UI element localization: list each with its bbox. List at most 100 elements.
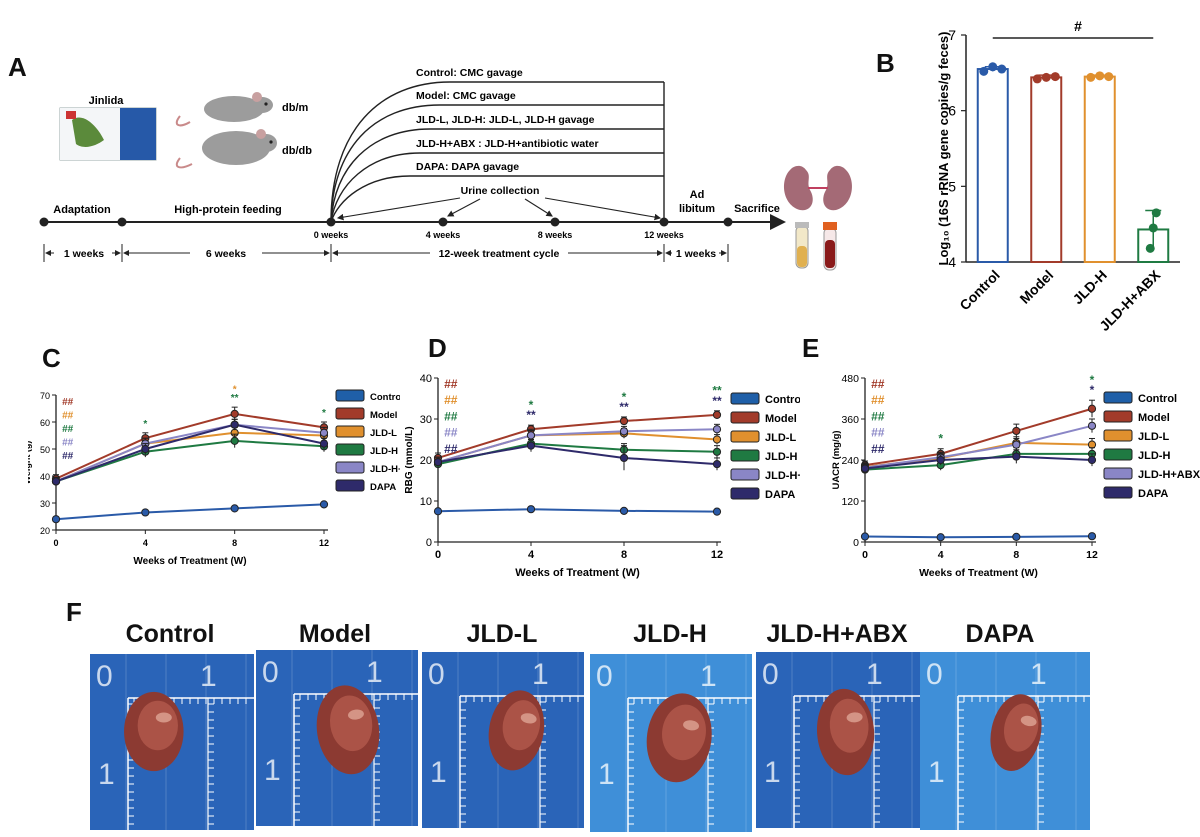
significance-mark: **	[619, 400, 629, 414]
kidney-highlight	[137, 700, 178, 751]
urine-collection-label: Urine collection	[461, 185, 540, 197]
data-point-dapa	[230, 420, 239, 429]
kidney-highlight	[1003, 703, 1039, 752]
x-tick-label: 12	[1086, 549, 1098, 561]
data-point-jld-h	[230, 436, 239, 446]
y-tick-label: 70	[40, 391, 50, 401]
arm-label-1: Control: CMC gavage	[416, 67, 523, 79]
legend-label-control: Control	[370, 392, 400, 403]
photo-label-control: Control	[125, 620, 215, 648]
x-tick-label: 8	[621, 549, 627, 561]
significance-mark: ##	[871, 409, 885, 423]
y-axis-label: UACR (mg/g)	[831, 430, 842, 489]
significance-mark: #	[1074, 18, 1082, 34]
significance-mark: ##	[444, 409, 458, 423]
kidney-specimen	[124, 691, 184, 772]
ruler-number-0: 0	[762, 658, 779, 691]
data-point-jld-h-abx	[319, 428, 329, 437]
mouse-dbdb-icon	[175, 129, 277, 169]
mouse-dbm-icon	[175, 92, 273, 127]
legend-swatch-control	[335, 389, 365, 402]
kidney-highlight	[662, 704, 706, 761]
ruler-number-1-vertical: 1	[430, 756, 447, 789]
significance-mark: **	[712, 384, 722, 398]
data-point-control	[319, 500, 329, 509]
significance-mark: ##	[62, 451, 74, 462]
x-tick-label: 4	[143, 538, 148, 548]
data-point-jld-h-abx	[526, 431, 536, 440]
panel-letter-e: E	[802, 333, 820, 363]
x-tick-label-model: Model	[1016, 267, 1056, 307]
kidney-specimen	[488, 690, 545, 771]
y-tick-label: 240	[841, 455, 859, 467]
legend-label-dapa: DAPA	[765, 489, 795, 501]
y-tick-label: 10	[420, 496, 432, 508]
time-point-12: 12 weeks	[644, 230, 684, 240]
legend-label-jld-l: JLD-L	[1138, 431, 1169, 443]
data-point	[1145, 243, 1155, 253]
data-point-control	[712, 507, 722, 516]
legend-swatch-dapa	[335, 479, 365, 492]
data-point-control	[433, 507, 443, 516]
y-tick-label: 5	[948, 178, 956, 194]
significance-mark: *	[1090, 373, 1095, 387]
data-point-jld-l	[712, 435, 722, 444]
data-point	[1041, 72, 1051, 82]
duration-adaptation: 1 weeks	[64, 248, 104, 260]
y-tick-label: 40	[40, 472, 50, 482]
significance-mark: ##	[62, 438, 74, 449]
panel-letter-d: D	[428, 333, 447, 363]
y-tick-label: 7	[948, 27, 956, 43]
significance-mark: **	[231, 393, 239, 404]
x-tick-label: 0	[862, 549, 868, 561]
data-point-control	[51, 515, 61, 524]
stage-adaptation: Adaptation	[53, 204, 111, 216]
kidney-highlight	[329, 695, 373, 752]
significance-mark: *	[529, 398, 534, 412]
legend-label-dapa: DAPA	[1138, 488, 1168, 500]
kidney-sheen	[1020, 715, 1037, 727]
significance-mark: *	[1090, 383, 1095, 397]
significance-mark: ##	[871, 426, 885, 440]
series-line-jld-h	[864, 452, 1092, 471]
drug-box-icon	[59, 107, 157, 161]
significance-mark: ##	[871, 442, 885, 456]
legend-swatch-jld-h	[335, 443, 365, 456]
ruler-number-0: 0	[428, 658, 445, 691]
significance-mark: ##	[444, 426, 458, 440]
photo-label-jld-l: JLD-L	[466, 620, 538, 648]
ruler-number-1-vertical: 1	[598, 758, 615, 791]
data-point-model	[230, 409, 239, 419]
photo-label-model: Model	[298, 620, 372, 648]
ruler-number-1-vertical: 1	[264, 754, 281, 787]
data-point-jld-h-abx	[1087, 421, 1097, 430]
data-point	[1104, 72, 1114, 82]
data-point-jld-h-abx	[619, 427, 629, 436]
y-tick-label: 40	[420, 373, 432, 385]
photo-label-jld-h-abx: JLD-H+ABX	[766, 620, 908, 648]
legend-swatch-jld-h-abx	[1103, 467, 1133, 480]
data-point-control	[141, 508, 150, 517]
data-point-dapa	[712, 460, 722, 469]
data-point-model	[712, 410, 722, 420]
x-tick-label: 12	[711, 549, 723, 561]
data-point-dapa	[433, 457, 443, 467]
y-tick-label: 20	[420, 455, 432, 467]
y-axis-label: Log₁₀ (16S rRNA gene copies/g feces)	[936, 32, 951, 266]
ruler-number-1: 1	[1030, 658, 1047, 691]
ruler-number-0: 0	[596, 660, 613, 693]
significance-mark: *	[143, 419, 147, 430]
data-point-model	[619, 416, 629, 426]
sacrifice-label: Sacrifice	[734, 203, 780, 215]
data-point-dapa	[1087, 455, 1097, 465]
data-point-control	[526, 505, 536, 514]
arm-label-2: Model: CMC gavage	[416, 90, 516, 102]
duration-feeding: 6 weeks	[206, 248, 246, 260]
x-tick-label: 12	[319, 538, 329, 548]
legend-swatch-jld-l	[335, 425, 365, 438]
